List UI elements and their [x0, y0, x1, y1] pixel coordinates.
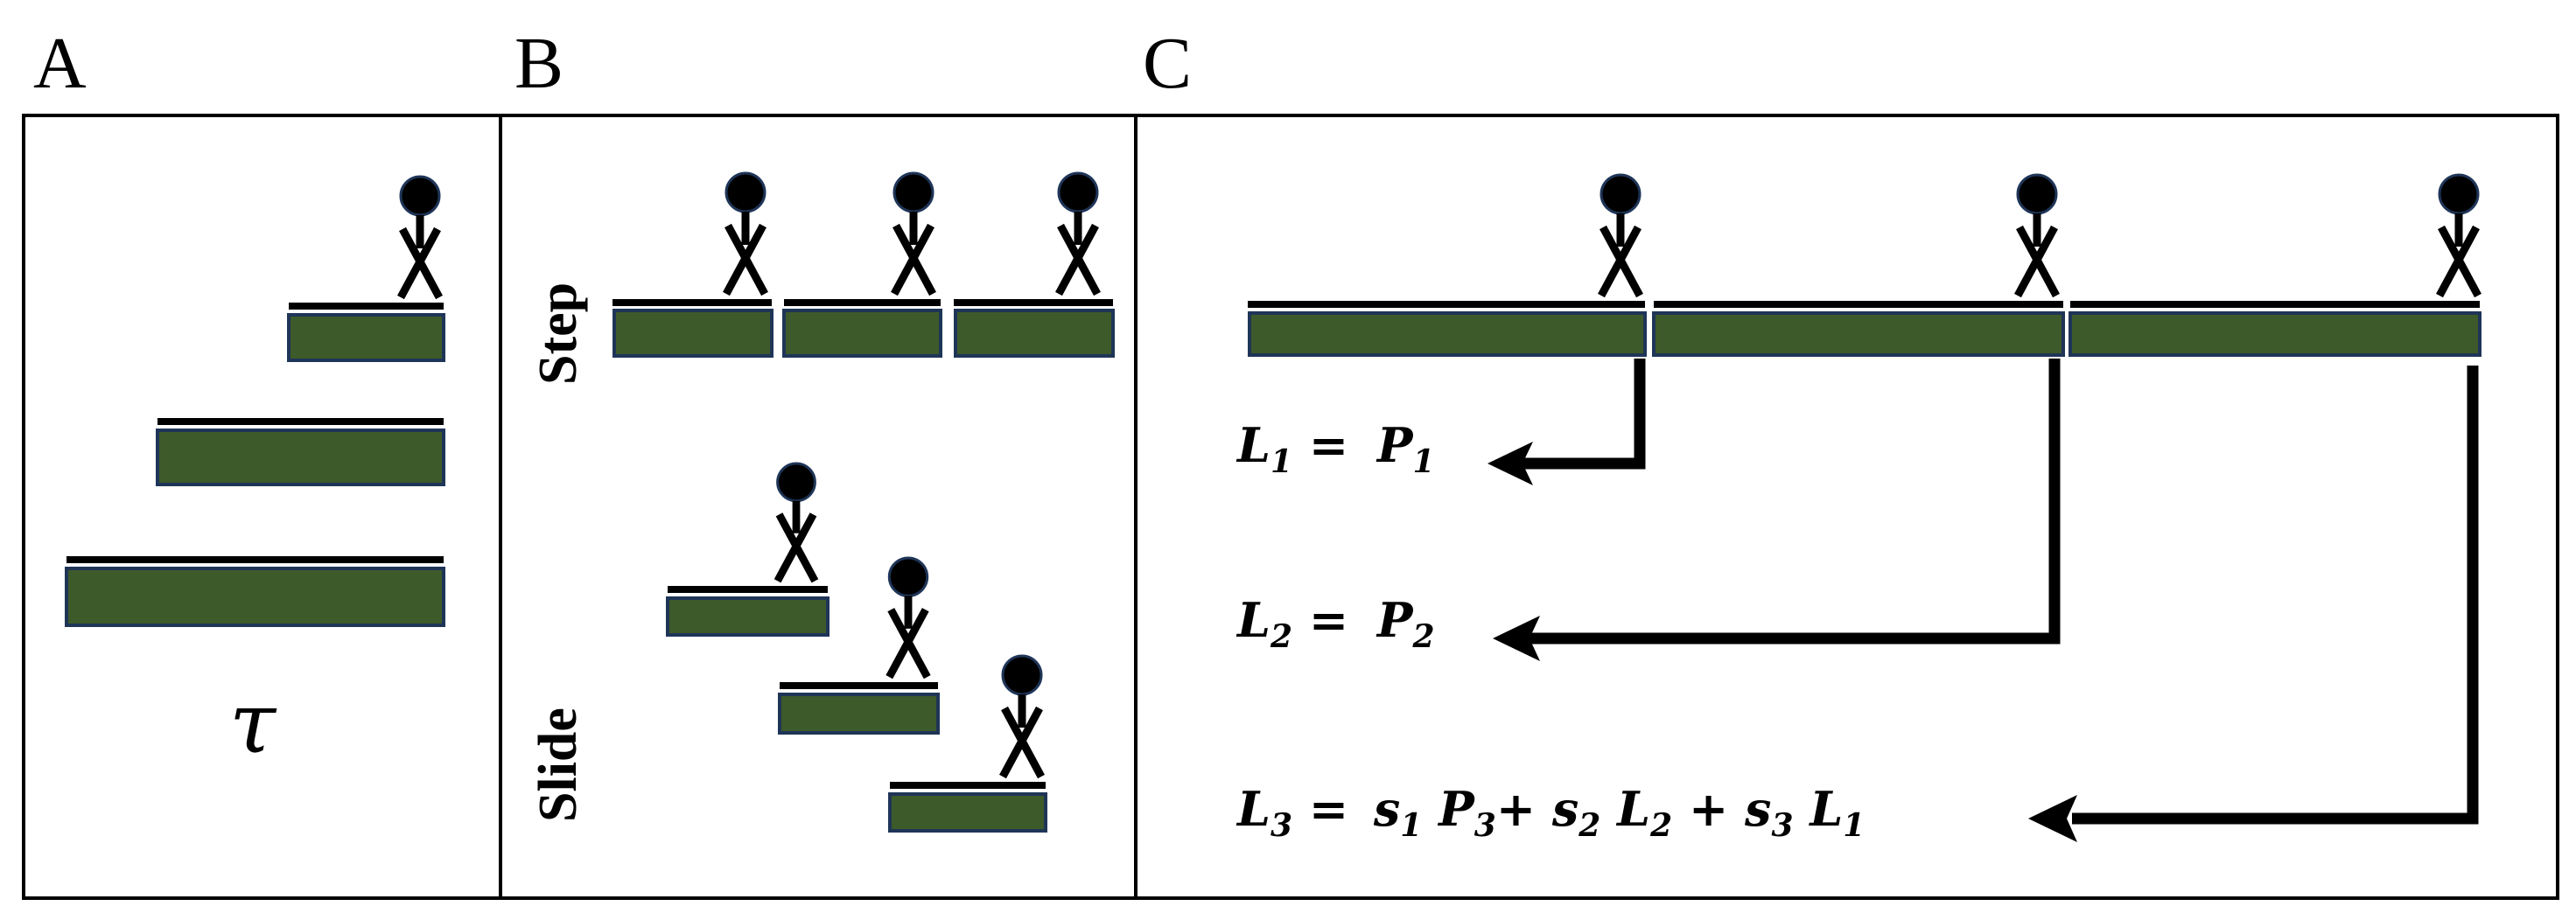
- eq-subscript: 1: [1400, 807, 1422, 844]
- arrow-left-icon: [1493, 616, 1540, 661]
- slide-label: Slide: [528, 707, 588, 822]
- stick-figure-icon: [894, 173, 933, 294]
- eq-sign: +: [1496, 781, 1552, 837]
- eq-subscript: 2: [1578, 807, 1600, 844]
- panel-c: L1 = P1 L2 = P2 L3 = s1 P3+ s2 L2 + s3 L…: [1236, 175, 2480, 844]
- eq-term: L: [1236, 592, 1270, 648]
- tau-symbol: τ: [229, 674, 277, 772]
- panel-b: Step Slide: [528, 173, 1115, 833]
- panel-a: τ: [65, 177, 445, 772]
- stick-figure-icon: [1601, 175, 1640, 296]
- eq-term: P: [1376, 417, 1414, 473]
- eq-subscript: 2: [1412, 618, 1435, 655]
- eq-sign: =: [1292, 781, 1365, 837]
- eq-term: s: [1744, 781, 1771, 837]
- equation-l1: L1 = P1: [1236, 417, 1435, 480]
- step-bar-3: [954, 309, 1115, 358]
- eq-sign: =: [1292, 592, 1365, 648]
- bar-long: [65, 567, 445, 627]
- c-bar-1: [1248, 311, 1647, 357]
- figure-frame: [22, 114, 2559, 900]
- eq-subscript: 3: [1771, 807, 1793, 844]
- stick-figure-icon: [726, 173, 765, 294]
- eq-term: L: [1236, 781, 1270, 837]
- stick-figure-icon: [1059, 173, 1097, 294]
- stick-figure-icon: [401, 177, 439, 297]
- stick-figure-icon: [889, 558, 927, 677]
- arrow-line-1: [1522, 359, 1646, 470]
- eq-term: P: [1422, 781, 1475, 837]
- slide-bar-1: [666, 596, 830, 637]
- eq-term: s: [1551, 781, 1578, 837]
- panel-label-b: B: [514, 23, 564, 104]
- slide-bar-2: [778, 693, 940, 735]
- panel-label-a: A: [33, 23, 87, 104]
- slide-bar-3: [888, 792, 1047, 833]
- step-bar-1: [612, 309, 774, 358]
- stick-figure-icon: [1003, 656, 1041, 777]
- eq-subscript: 2: [1649, 807, 1672, 844]
- equation-l2: L2 = P2: [1236, 592, 1435, 655]
- eq-subscript: 3: [1474, 807, 1496, 844]
- arrow-left-icon: [1488, 442, 1533, 485]
- eq-term: L: [1600, 781, 1650, 837]
- eq-term: P: [1376, 592, 1414, 648]
- stick-figure-icon: [2018, 175, 2056, 296]
- equation-l3: L3 = s1 P3+ s2 L2 + s3 L1: [1236, 781, 1865, 844]
- step-label: Step: [528, 282, 588, 385]
- step-bar-2: [782, 309, 942, 358]
- eq-term: L: [1236, 417, 1270, 473]
- eq-subscript: 1: [1270, 443, 1292, 480]
- stick-figure-icon: [2440, 175, 2478, 296]
- arrow-line-3: [2072, 366, 2479, 825]
- arrow-left-icon: [2028, 795, 2077, 842]
- eq-term: L: [1794, 781, 1844, 837]
- stick-figure-icon: [778, 463, 816, 581]
- bar-short: [287, 313, 445, 362]
- eq-subscript: 3: [1270, 807, 1292, 844]
- panel-label-c: C: [1143, 23, 1192, 104]
- c-bar-3: [2068, 311, 2482, 357]
- bar-medium: [156, 429, 445, 486]
- arrow-line-2: [1530, 359, 2061, 645]
- eq-sign: +: [1672, 781, 1745, 837]
- eq-sign: =: [1292, 417, 1365, 473]
- c-bar-2: [1652, 311, 2065, 357]
- eq-term: s: [1373, 781, 1400, 837]
- eq-subscript: 1: [1843, 807, 1865, 844]
- eq-subscript: 2: [1270, 618, 1292, 655]
- eq-subscript: 1: [1413, 443, 1435, 480]
